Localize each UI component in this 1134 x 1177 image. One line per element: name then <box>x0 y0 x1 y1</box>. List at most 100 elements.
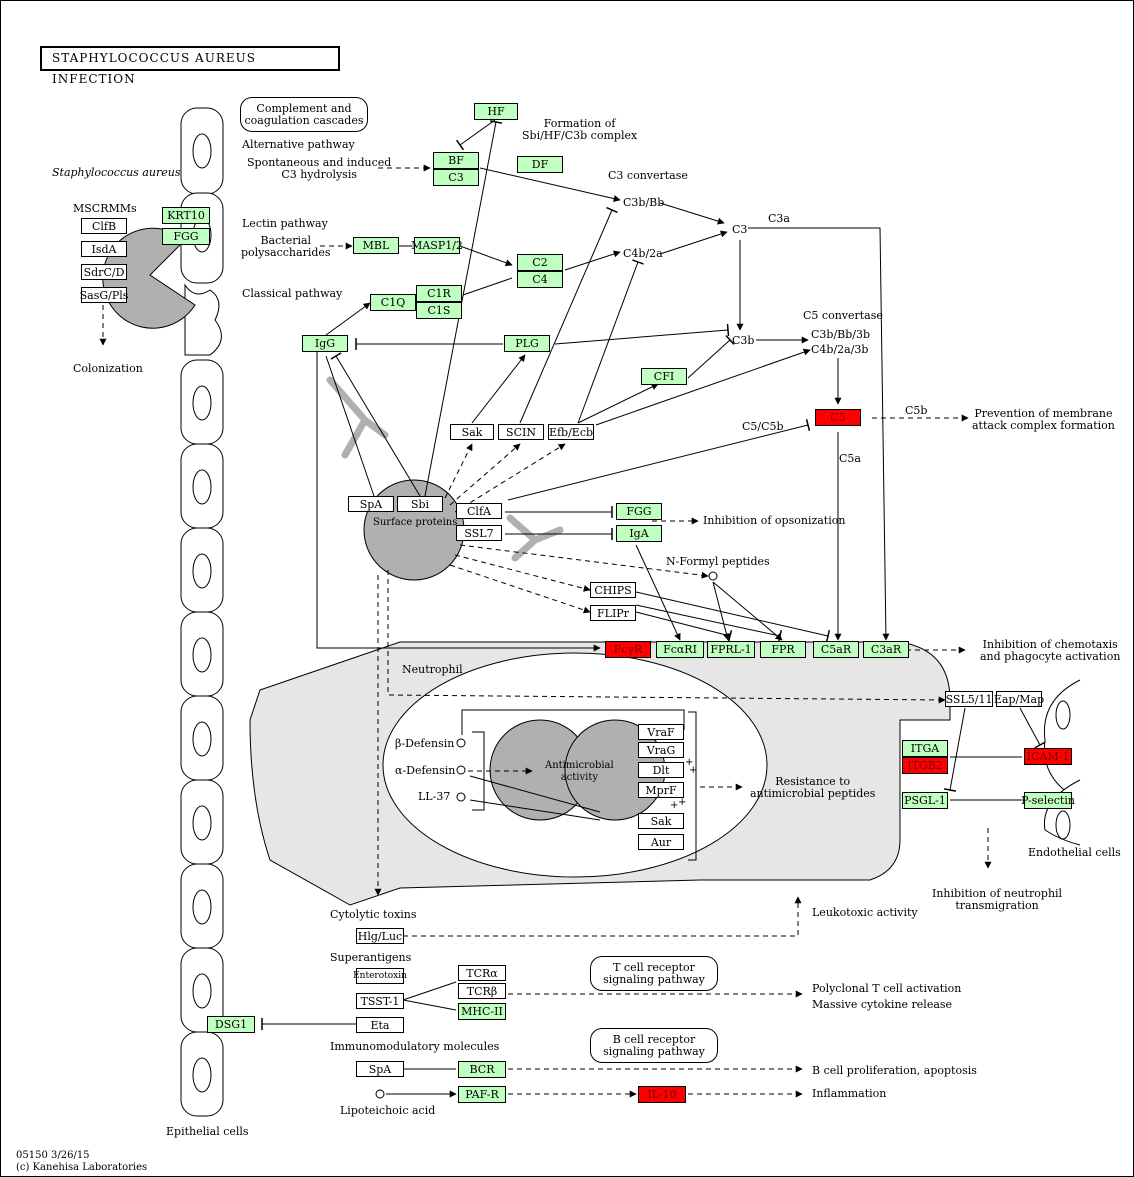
label-s-aureus: Staphylococcus aureus <box>52 166 181 179</box>
svg-text:+: + <box>685 757 693 768</box>
label-colonization: Colonization <box>73 362 143 375</box>
tcell-pathway-link[interactable]: T cell receptor signaling pathway <box>590 956 718 991</box>
node-c3ar[interactable]: C3aR <box>863 641 909 658</box>
node-df[interactable]: DF <box>517 156 563 173</box>
node-c1r[interactable]: C1R <box>416 285 462 302</box>
label-c3b: C3b <box>732 334 755 347</box>
label-polyclonal: Polyclonal T cell activation <box>812 982 962 995</box>
node-c1q[interactable]: C1Q <box>370 294 416 311</box>
label-classical: Classical pathway <box>242 287 343 300</box>
node-bf[interactable]: BF <box>433 152 479 169</box>
node-scin[interactable]: SCIN <box>498 424 544 440</box>
label-inflammation: Inflammation <box>812 1087 887 1100</box>
node-fgg-2[interactable]: FGG <box>616 503 662 520</box>
node-c5[interactable]: C5 <box>815 409 861 426</box>
node-igg[interactable]: IgG <box>302 335 348 352</box>
node-krt10[interactable]: KRT10 <box>162 207 210 224</box>
label-c5c5b: C5/C5b <box>742 420 784 433</box>
node-c3[interactable]: C3 <box>433 169 479 186</box>
complement-pathway-link[interactable]: Complement and coagulation cascades <box>240 97 368 132</box>
label-mscramms: MSCRMMs <box>73 202 137 215</box>
label-c4b-2a: C4b/2a <box>623 247 663 260</box>
node-tsst1[interactable]: TSST-1 <box>356 993 404 1009</box>
bcell-pathway-link[interactable]: B cell receptor signaling pathway <box>590 1028 718 1063</box>
node-masp[interactable]: MASP1/2 <box>411 237 463 254</box>
node-isda[interactable]: IsdA <box>81 241 127 257</box>
node-ssl7[interactable]: SSL7 <box>456 525 502 541</box>
label-ll37: LL-37 <box>418 790 451 803</box>
node-tcra[interactable]: TCRα <box>458 965 506 981</box>
label-c3b-bb: C3b/Bb <box>623 196 665 209</box>
label-surface-proteins: Surface proteins <box>373 517 458 528</box>
node-itgb2[interactable]: ITGB2 <box>902 757 948 774</box>
node-bcr[interactable]: BCR <box>458 1061 506 1078</box>
node-efbecb[interactable]: Efb/Ecb <box>548 424 594 440</box>
label-alt-pathway: Alternative pathway <box>242 138 355 151</box>
node-icam1[interactable]: ICAM-1 <box>1024 748 1072 765</box>
label-endothelial: Endothelial cells <box>1028 846 1121 859</box>
node-eta[interactable]: Eta <box>356 1017 404 1033</box>
node-spa[interactable]: SpA <box>348 496 394 512</box>
node-vraf[interactable]: VraF <box>638 724 684 740</box>
label-prevention: Prevention of membrane attack complex fo… <box>972 407 1115 432</box>
svg-text:+: + <box>678 797 686 808</box>
label-c5b: C5b <box>905 404 928 417</box>
label-adefensin: α-Defensin <box>395 764 456 777</box>
node-il10[interactable]: IL-10 <box>638 1086 686 1103</box>
node-sasgpls[interactable]: SasG/Pls <box>79 287 129 303</box>
label-c4b2a3b: C4b/2a/3b <box>811 343 869 356</box>
node-vrag[interactable]: VraG <box>638 742 684 758</box>
node-enterotoxin[interactable]: Enterotoxin <box>353 968 407 984</box>
node-chips[interactable]: CHIPS <box>590 582 636 598</box>
node-plg[interactable]: PLG <box>504 335 550 352</box>
node-itga[interactable]: ITGA <box>902 740 948 757</box>
node-pafr[interactable]: PAF-R <box>458 1086 506 1103</box>
node-c1s[interactable]: C1S <box>416 302 462 319</box>
label-lipoteichoic: Lipoteichoic acid <box>340 1104 436 1117</box>
node-psgl1[interactable]: PSGL-1 <box>902 792 948 809</box>
node-iga[interactable]: IgA <box>616 525 662 542</box>
label-superantigens: Superantigens <box>330 951 412 964</box>
node-mbl[interactable]: MBL <box>353 237 399 254</box>
label-immunomod: Immunomodulatory molecules <box>330 1040 500 1053</box>
label-cytolytic: Cytolytic toxins <box>330 908 417 921</box>
node-mprf[interactable]: MprF <box>638 782 684 798</box>
node-mhcii[interactable]: MHC-II <box>458 1003 506 1020</box>
node-tcrb[interactable]: TCRβ <box>458 983 506 999</box>
node-clfa[interactable]: ClfA <box>456 503 502 519</box>
node-fpr[interactable]: FPR <box>760 641 806 658</box>
label-lectin: Lectin pathway <box>242 217 328 230</box>
label-neutrophil: Neutrophil <box>402 663 463 676</box>
footer-code: 05150 3/26/15 <box>16 1150 90 1161</box>
node-sak-2[interactable]: Sak <box>638 813 684 829</box>
epithelial-cells <box>180 107 224 1117</box>
node-aur[interactable]: Aur <box>638 834 684 850</box>
node-pselectin[interactable]: P-selectin <box>1021 792 1075 809</box>
node-flipr[interactable]: FLIPr <box>590 605 636 621</box>
node-c5ar[interactable]: C5aR <box>813 641 859 658</box>
node-c4[interactable]: C4 <box>517 271 563 288</box>
node-clfb[interactable]: ClfB <box>81 218 127 234</box>
node-spa-2[interactable]: SpA <box>356 1061 404 1077</box>
label-c3bbb3b: C3b/Bb/3b <box>811 328 871 341</box>
node-hf[interactable]: HF <box>474 103 518 120</box>
svg-text:+: + <box>670 800 678 811</box>
label-bcell-prolif: B cell proliferation, apoptosis <box>812 1064 977 1077</box>
node-eapmap[interactable]: Eap/Map <box>993 691 1045 707</box>
node-hlgluc[interactable]: Hlg/Luc <box>356 928 404 944</box>
node-cfi[interactable]: CFI <box>641 368 687 385</box>
node-sdrcd[interactable]: SdrC/D <box>81 264 127 280</box>
node-c2[interactable]: C2 <box>517 254 563 271</box>
node-dlt[interactable]: Dlt <box>638 762 684 778</box>
node-fprl1[interactable]: FPRL-1 <box>707 641 755 658</box>
node-fgg[interactable]: FGG <box>162 228 210 245</box>
node-ssl511[interactable]: SSL5/11 <box>945 691 993 707</box>
node-sbi[interactable]: Sbi <box>397 496 443 512</box>
svg-text:+: + <box>689 765 697 776</box>
node-fcgr[interactable]: FcγR <box>605 641 651 658</box>
node-sak[interactable]: Sak <box>450 424 494 440</box>
node-fcari[interactable]: FcαRI <box>656 641 704 658</box>
label-massive: Massive cytokine release <box>812 998 953 1011</box>
node-dsg1[interactable]: DSG1 <box>207 1016 255 1033</box>
